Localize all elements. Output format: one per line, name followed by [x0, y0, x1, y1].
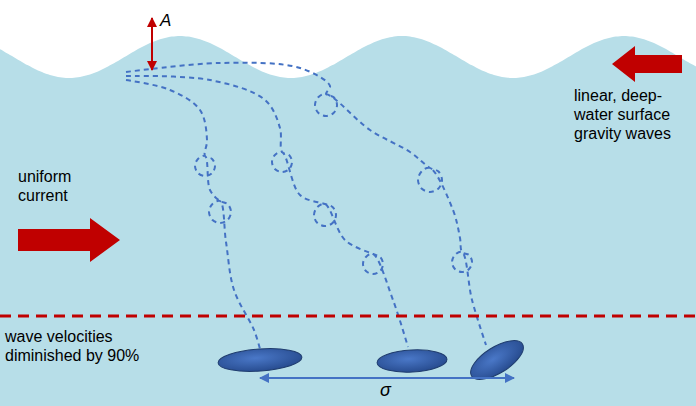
current-arrow [18, 218, 120, 262]
wave-direction-arrow [612, 46, 682, 82]
depth-line [0, 315, 696, 318]
particle-trajectory [126, 80, 260, 349]
settled-particle [376, 348, 447, 374]
current-note: uniform current [18, 167, 90, 205]
wave-note: linear, deep-water surface gravity waves [574, 86, 690, 143]
amplitude-label: A [160, 11, 171, 30]
depth-note: wave velocities diminished by 90% [5, 327, 165, 365]
amplitude-arrow [151, 18, 153, 70]
settled-particle [217, 346, 302, 374]
spacing-label: σ [380, 381, 391, 400]
spread-arrow [260, 377, 514, 379]
sky-region [0, 0, 696, 78]
particle-trajectories [126, 63, 486, 349]
particle-trajectory [126, 63, 486, 345]
particle-trajectory [126, 76, 408, 347]
